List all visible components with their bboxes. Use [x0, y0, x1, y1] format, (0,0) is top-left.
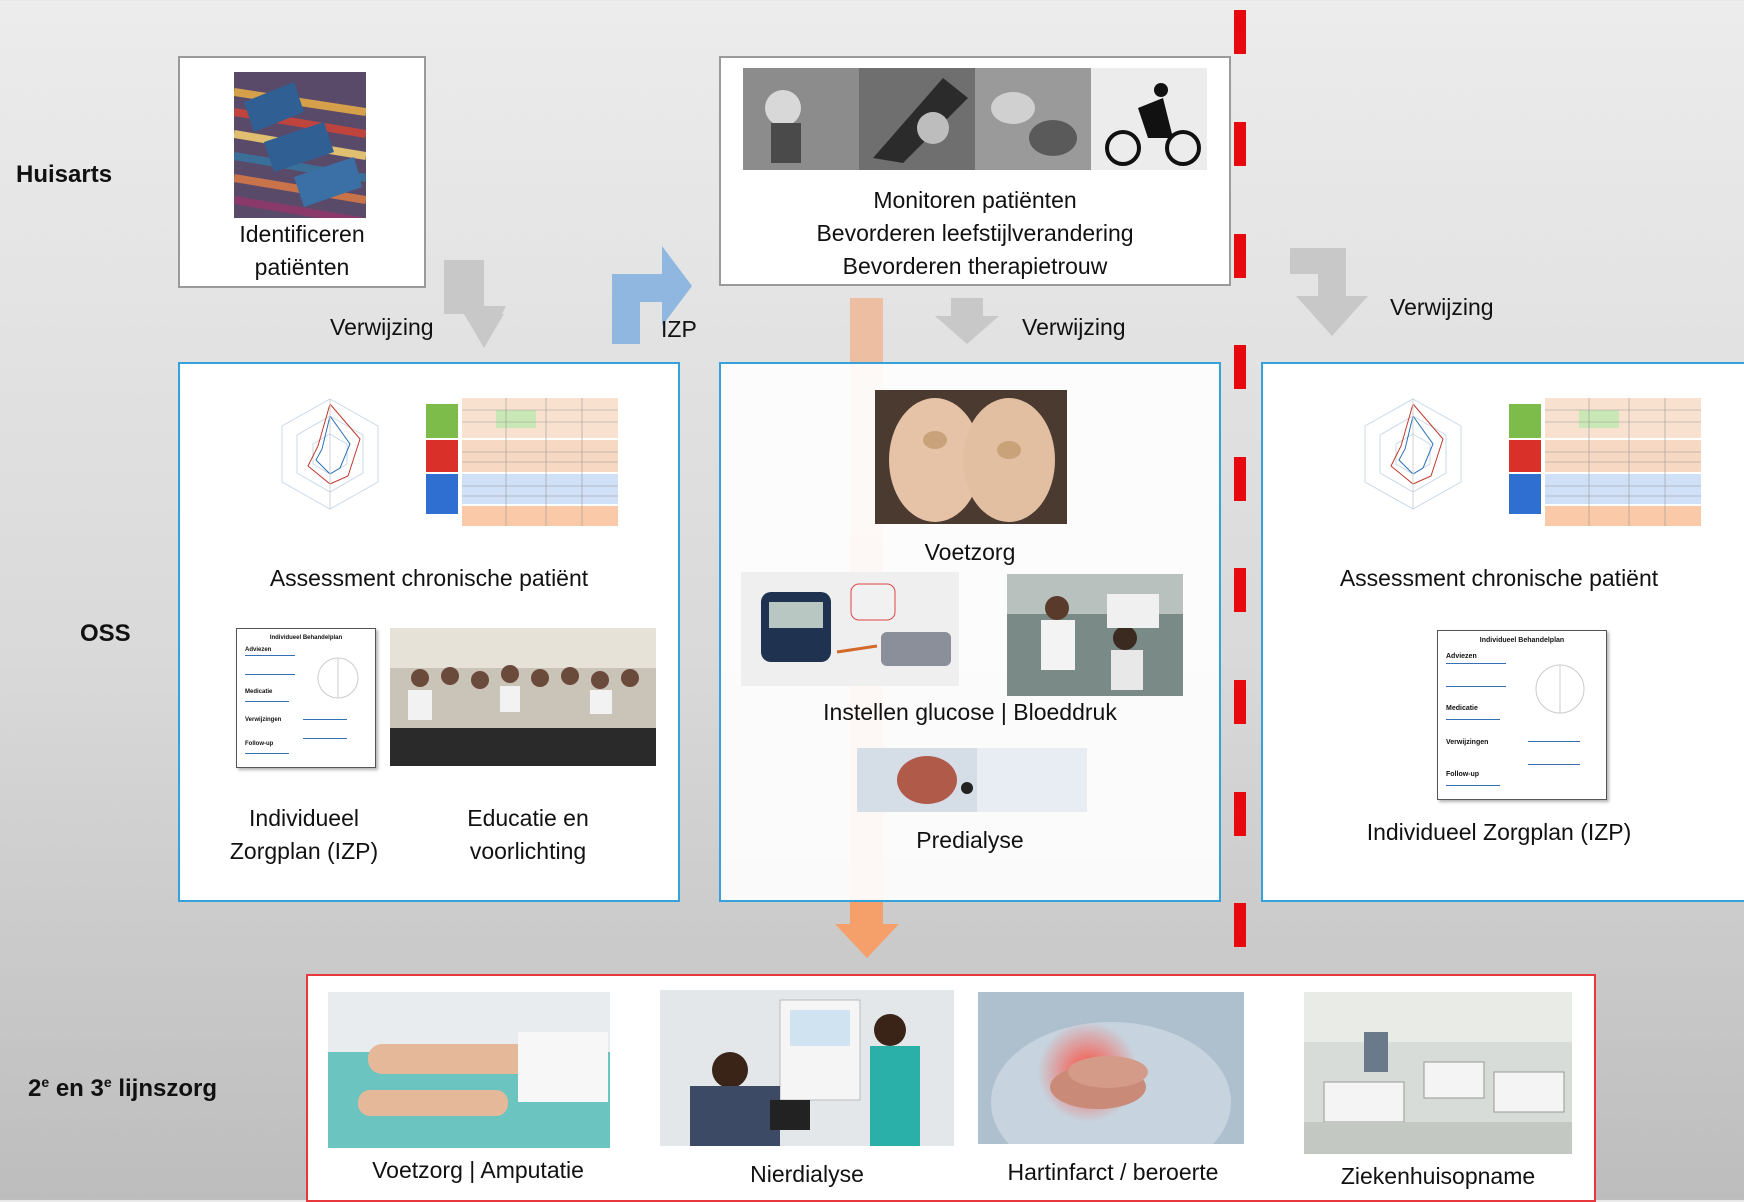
- monitoring-box: Monitoren patiënten Bevorderen leefstijl…: [719, 56, 1231, 286]
- izp-arrow-label: IZP: [661, 316, 697, 342]
- assessment-label-left: Assessment chronische patiënt: [269, 565, 589, 591]
- file-tabs-image: [234, 72, 366, 218]
- hospital-ward-photo: [1304, 992, 1572, 1154]
- verwijzing-arrow-left: [444, 260, 506, 348]
- verwijzing-arrow-right: [1290, 248, 1368, 336]
- heart-attack-label: Hartinfarct / beroerte: [1007, 1159, 1219, 1185]
- identify-label: Identificeren patiënten: [239, 221, 365, 280]
- monitoring-text: Monitoren patiënten Bevorderen leefstijl…: [816, 187, 1134, 279]
- row-label-lijnszorg: 2e en 3e lijnszorg: [28, 1074, 217, 1102]
- identify-patients-box: Identificeren patiënten: [178, 56, 426, 288]
- lifestyle-photos-strip: [743, 68, 1207, 170]
- verwijzing-label-3: Verwijzing: [1390, 294, 1494, 320]
- behandelplan-document: Individueel Behandelplan Adviezen Medica…: [236, 628, 376, 768]
- izp-arrow: [612, 246, 692, 344]
- heart-attack-photo: [978, 992, 1244, 1144]
- dialysis-label: Nierdialyse: [750, 1161, 864, 1187]
- blood-pressure-photo: [1007, 574, 1183, 696]
- oss-left-box: Assessment chronische patiënt Individuee…: [178, 362, 680, 902]
- instellen-label: Instellen glucose | Bloeddruk: [823, 699, 1117, 725]
- amputation-photo: [328, 992, 610, 1148]
- verwijzing-label-2: Verwijzing: [1022, 314, 1126, 340]
- radar-chart-thumbnail: [236, 390, 424, 520]
- behandelplan-document-right: Individueel Behandelplan Adviezen Medica…: [1437, 630, 1607, 800]
- predialyse-photo: [857, 748, 1087, 812]
- predialyse-label: Predialyse: [916, 827, 1024, 853]
- oss-right-box: Assessment chronische patiënt Individuee…: [1261, 362, 1744, 902]
- glucose-meter-photo: [741, 572, 959, 686]
- row-label-oss: OSS: [80, 620, 131, 647]
- assessment-table-thumbnail: [426, 396, 618, 528]
- voetzorg-label: Voetzorg: [924, 539, 1016, 565]
- education-label: Educatie en voorlichting: [467, 805, 589, 864]
- hospital-admission-label: Ziekenhuisopname: [1340, 1163, 1536, 1189]
- row-label-huisarts: Huisarts: [16, 161, 113, 188]
- feet-photo: [875, 390, 1067, 524]
- izp-label-left: Individueel Zorgplan (IZP): [229, 805, 379, 864]
- izp-label-right: Individueel Zorgplan (IZP): [1366, 819, 1632, 845]
- education-group-photo: [390, 628, 656, 766]
- assessment-table-thumbnail-right: [1509, 396, 1701, 528]
- assessment-label-right: Assessment chronische patiënt: [1339, 565, 1659, 591]
- amputation-label: Voetzorg | Amputatie: [372, 1157, 584, 1183]
- verwijzing-arrow-middle: [935, 298, 999, 344]
- dialysis-photo: [660, 990, 954, 1146]
- oss-middle-box: Voetzorg Instellen glucose | Bloeddruk: [719, 362, 1221, 902]
- radar-chart-thumbnail-right: [1319, 390, 1507, 520]
- second-line-care-box: Voetzorg | Amputatie Nierdialyse Hartinf…: [306, 974, 1596, 1202]
- verwijzing-label-1: Verwijzing: [330, 314, 434, 340]
